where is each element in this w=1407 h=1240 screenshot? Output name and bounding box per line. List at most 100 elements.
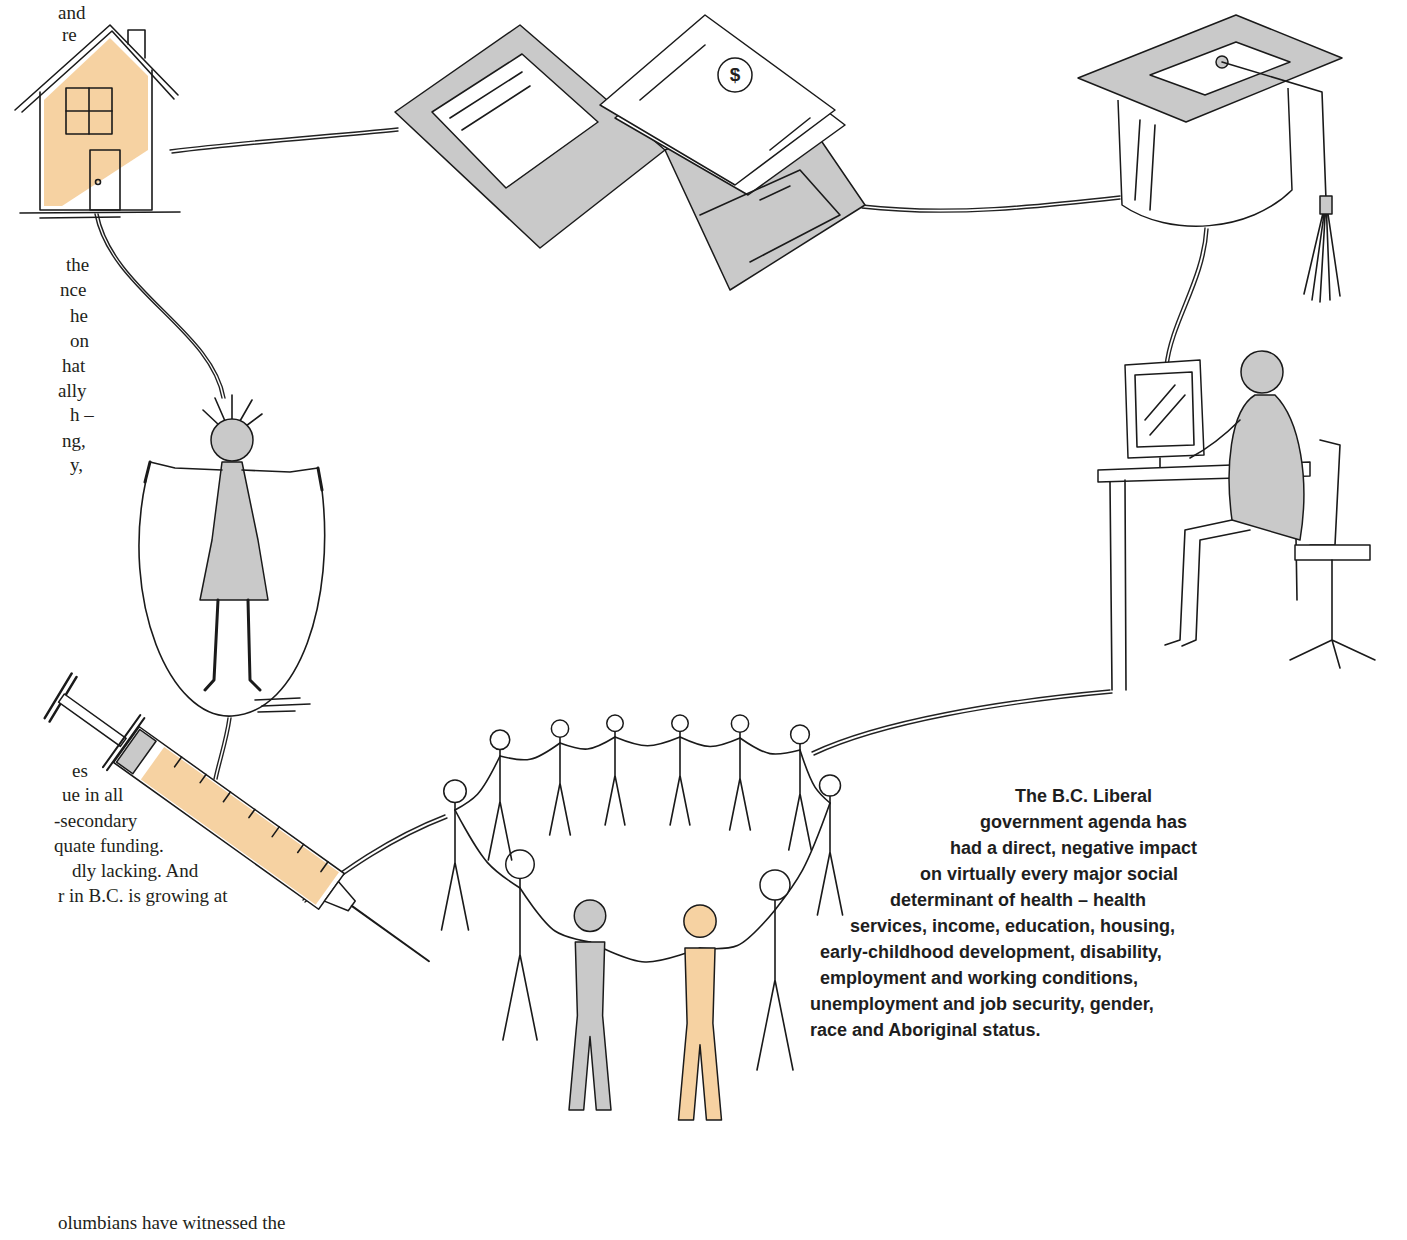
held-arms: [740, 738, 800, 754]
person-body: [679, 948, 722, 1120]
person-body: [442, 803, 469, 931]
card-slot: [432, 54, 598, 188]
office-worker-icon: [1098, 351, 1375, 690]
tassel-head: [1320, 196, 1332, 214]
worker-body: [1229, 395, 1304, 540]
chimney: [128, 30, 145, 58]
person-body: [730, 732, 751, 830]
person-figure: [503, 850, 537, 1040]
wire: [1168, 229, 1208, 366]
person-body: [817, 796, 842, 915]
needle-hub: [324, 882, 358, 916]
girl-legs: [205, 600, 260, 690]
girl-dress: [200, 462, 268, 600]
person-body: [757, 900, 793, 1070]
text-fragment: and: [58, 2, 85, 24]
tassel: [1304, 200, 1340, 302]
person-body: [488, 750, 511, 861]
wire: [95, 214, 222, 398]
plunger-head: [41, 673, 79, 721]
needle: [352, 906, 429, 961]
person-figure: [757, 870, 793, 1070]
wire: [217, 718, 231, 779]
window: [66, 88, 112, 134]
wires: [95, 128, 1208, 902]
wire: [170, 128, 398, 150]
text-fragment: on: [70, 330, 89, 352]
person-head: [731, 715, 748, 732]
skipping-rope: [139, 480, 325, 716]
monitor-screen: [1135, 372, 1194, 447]
barrel-fill: [141, 747, 339, 905]
currency-symbol: $: [723, 63, 747, 87]
person-figure: [670, 715, 690, 825]
person-head: [684, 905, 716, 937]
wallet-panel: [395, 25, 665, 248]
piston: [116, 730, 156, 774]
rope-handles: [145, 462, 322, 490]
person-figure: [442, 780, 469, 930]
text-fragment: hat: [62, 355, 85, 377]
chair-seat: [1295, 545, 1370, 560]
person-body: [670, 732, 690, 826]
worker-legs: [1165, 520, 1250, 646]
dollar-circle: [718, 58, 752, 92]
cap-board-light: [1150, 42, 1290, 95]
person-head: [760, 870, 790, 900]
held-arms: [500, 743, 560, 760]
person-body: [789, 744, 812, 850]
bank-note: [600, 15, 835, 185]
wire: [1165, 228, 1205, 366]
text-fragment: -secondary: [54, 810, 137, 832]
wallet-pocket: [700, 170, 840, 262]
text-fragment: h –: [70, 404, 94, 426]
monitor-stand: [1159, 458, 1161, 468]
person-figure: [789, 725, 812, 850]
person-head: [607, 715, 624, 732]
text-fragment: y,: [70, 454, 83, 476]
held-arms: [590, 942, 700, 962]
text-fragment: es: [72, 760, 88, 782]
wire: [862, 199, 1120, 212]
card-slot: [450, 72, 530, 130]
girl-skipping-icon: [139, 395, 325, 716]
person-figure: [730, 715, 751, 830]
wire: [98, 214, 225, 398]
house-fill: [44, 38, 148, 206]
person-head: [444, 780, 467, 803]
barrel: [114, 727, 345, 909]
caption: The B.C. Liberal government agenda has h…: [810, 786, 1197, 1040]
wire: [214, 718, 228, 779]
worker-head: [1241, 351, 1283, 393]
cap-board: [1078, 15, 1342, 122]
ground-marks: [255, 698, 310, 712]
worker-arm: [1190, 420, 1240, 458]
wallet-icon: [395, 15, 865, 290]
door-knob: [96, 180, 101, 185]
person-body: [503, 879, 537, 1041]
people-circle: [442, 715, 843, 1120]
person-head: [820, 775, 841, 796]
scale-marks: [175, 757, 328, 872]
plunger-rod: [59, 694, 127, 746]
door: [90, 150, 120, 210]
text-fragment: the: [66, 254, 89, 276]
person-figure: [488, 730, 511, 860]
person-body: [569, 942, 611, 1110]
text-fragment: ng,: [62, 430, 86, 452]
screen-glare: [1145, 385, 1185, 435]
tassel-cord: [1222, 62, 1326, 200]
girl-arms: [150, 462, 318, 472]
girl-head: [211, 419, 253, 461]
person-body: [550, 737, 571, 835]
person-figure: [550, 720, 571, 835]
cap-hatching: [1135, 120, 1155, 210]
text-fragment: ue in all: [62, 784, 123, 806]
held-arms: [615, 737, 680, 746]
ground: [20, 212, 180, 218]
text-fragment: nce: [60, 279, 86, 301]
house-icon: [15, 25, 180, 218]
text-fragment: ally: [58, 380, 87, 402]
monitor: [1125, 360, 1204, 458]
